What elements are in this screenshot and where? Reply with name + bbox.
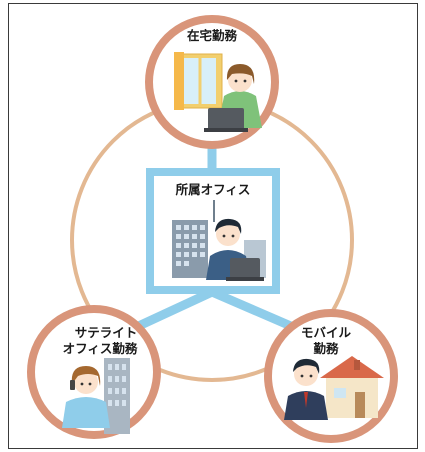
home-work-label: 在宅勤務 xyxy=(187,28,238,43)
home-worker-illustration xyxy=(204,64,262,132)
mobile-worker-illustration xyxy=(284,358,328,420)
main-office-label: 所属オフィス xyxy=(176,182,251,197)
mobile-work-label-line1: モバイル xyxy=(301,325,352,340)
home-work-node: 在宅勤務 xyxy=(145,15,279,149)
satellite-worker-illustration xyxy=(62,366,110,428)
mobile-work-label-line2: 勤務 xyxy=(313,341,339,356)
office-worker-illustration xyxy=(206,218,264,281)
satellite-office-label-line1: サテライト xyxy=(75,325,138,340)
main-office-node: 所属オフィス xyxy=(146,168,280,294)
satellite-office-label-line2: オフィス勤務 xyxy=(63,341,138,356)
house-illustration xyxy=(320,356,384,418)
mobile-work-node: モバイル 勤務 xyxy=(264,309,398,443)
satellite-office-node: サテライト オフィス勤務 xyxy=(27,305,161,439)
window-illustration xyxy=(174,52,223,110)
diagram-frame xyxy=(8,3,418,449)
